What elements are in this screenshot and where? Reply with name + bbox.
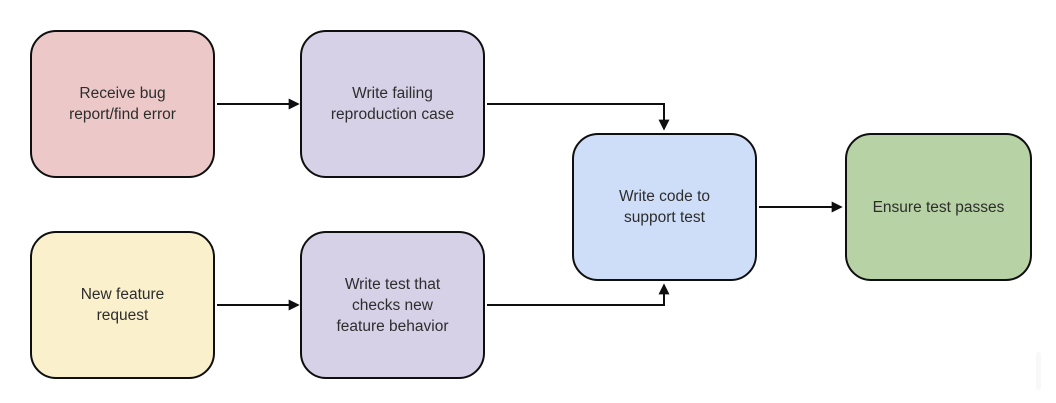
node-new-feature-request[interactable]: New feature request — [30, 231, 215, 379]
node-write-failing-repro-label: Write failing reproduction case — [330, 85, 455, 123]
vertical-scrollbar-thumb[interactable] — [1036, 352, 1041, 390]
node-write-failing-repro[interactable]: Write failing reproduction case — [300, 30, 485, 178]
node-receive-bug[interactable]: Receive bug report/find error — [30, 30, 215, 178]
edge-write-failing-repro-to-write-code-support — [487, 103, 670, 131]
node-ensure-test-passes-label: Ensure test passes — [872, 198, 1005, 216]
node-receive-bug-label: Receive bug report/find error — [69, 85, 176, 123]
node-new-feature-request-label: New feature request — [80, 286, 165, 324]
node-ensure-test-passes[interactable]: Ensure test passes — [845, 133, 1032, 281]
node-write-test-checks-label: Write test that checks new feature behav… — [336, 275, 449, 335]
node-write-test-checks[interactable]: Write test that checks new feature behav… — [300, 231, 485, 379]
node-write-code-support[interactable]: Write code to support test — [572, 133, 757, 281]
node-write-code-support-label: Write code to support test — [618, 188, 711, 226]
edge-write-test-checks-to-write-code-support — [487, 283, 670, 306]
